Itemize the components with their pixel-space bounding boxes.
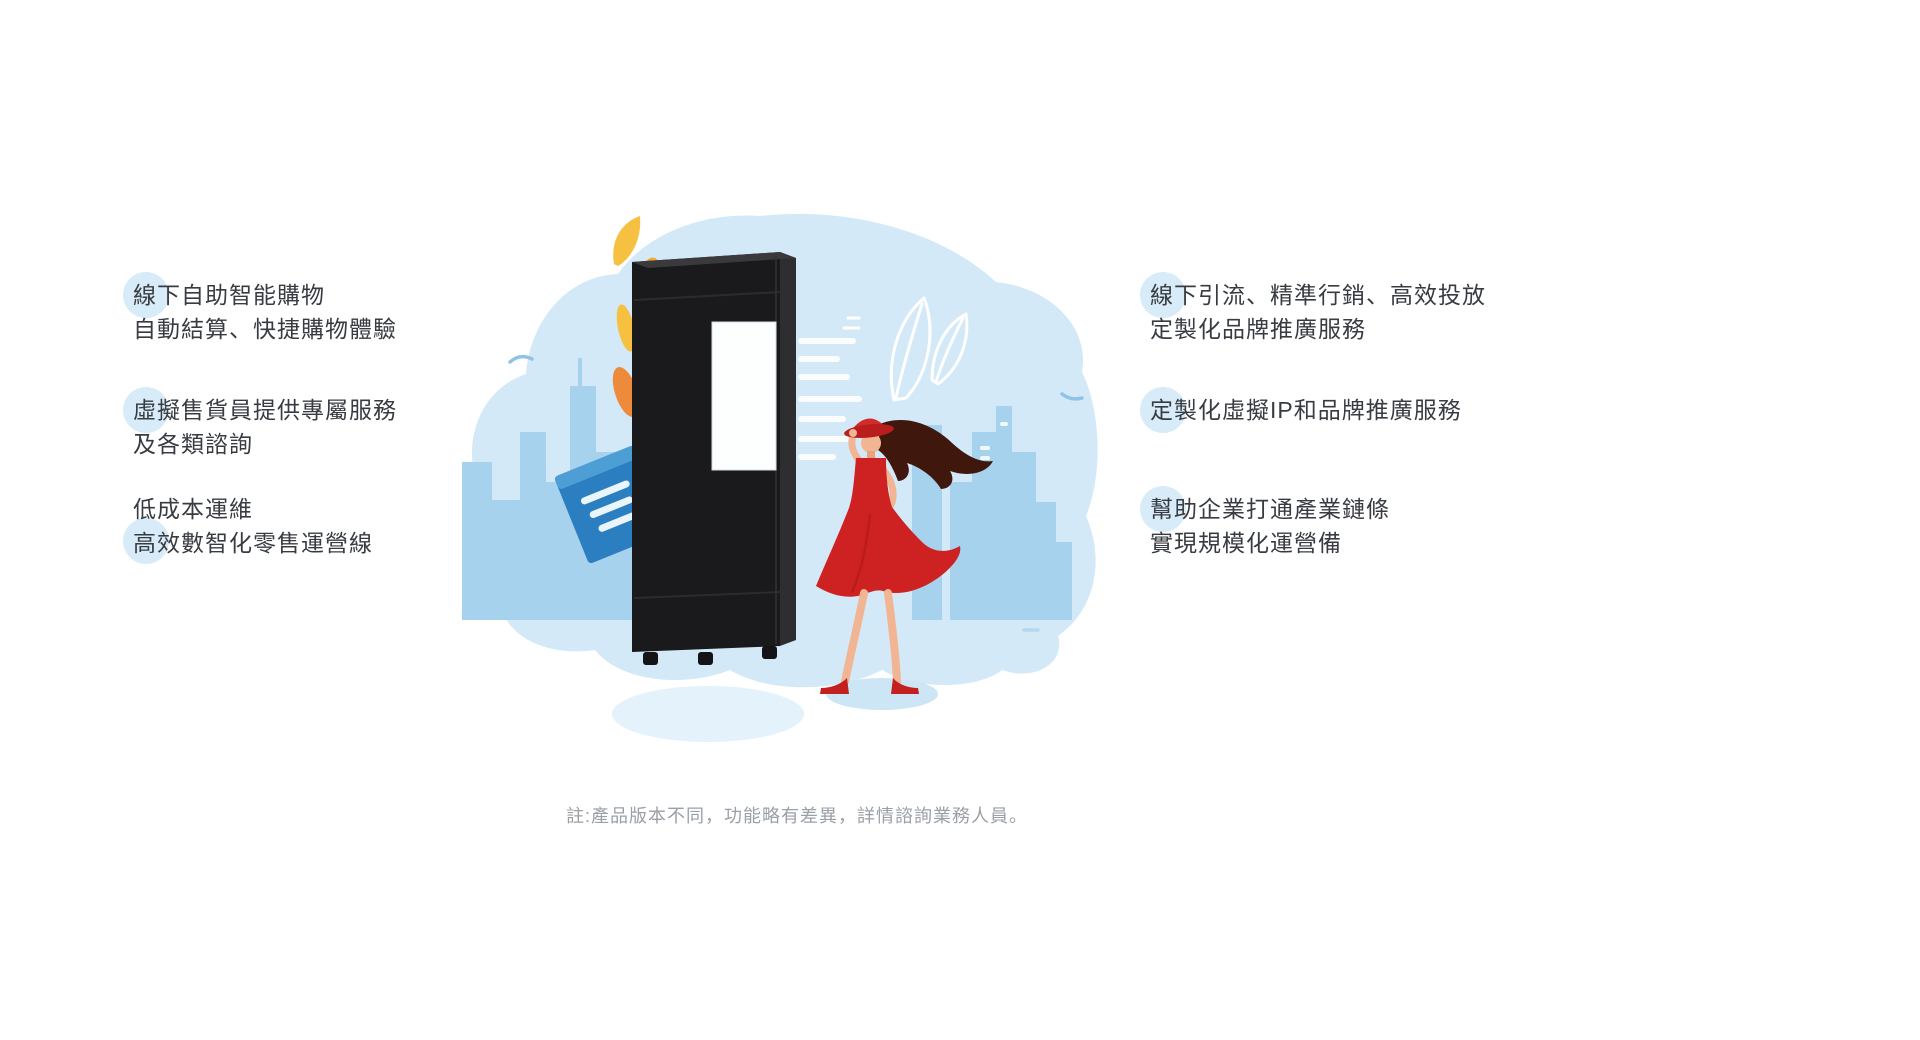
feature-text-line: 及各類諮詢 <box>133 431 253 457</box>
feature-industry-chain: 幫助企業打通產業鏈條 實現規模化運營備 <box>1140 486 1390 560</box>
left-shoe <box>820 678 849 694</box>
scene-svg <box>462 213 1098 742</box>
feature-custom-virtual-ip: 定製化虛擬IP和品牌推廣服務 <box>1140 387 1462 433</box>
feature-text-line: 高效數智化零售運營線 <box>133 530 373 556</box>
feature-text-line: 自動結算、快捷購物體驗 <box>133 316 397 342</box>
feature-low-cost-operation: 低成本運維 高效數智化零售運營線 <box>123 492 373 564</box>
building-windows <box>980 422 1008 460</box>
feature-text-line: 線下自助智能購物 <box>133 282 325 308</box>
feature-text-line: 低成本運維 <box>133 496 253 522</box>
dress <box>816 458 961 597</box>
machine-shadow <box>612 686 804 742</box>
feature-virtual-salesperson: 虛擬售貨員提供專屬服務 及各類諮詢 <box>123 387 397 461</box>
right-leg <box>884 589 901 686</box>
hair <box>878 420 993 489</box>
decorative-circle <box>1140 387 1186 433</box>
machine-screen <box>711 321 777 471</box>
feature-text-line: 定製化虛擬IP和品牌推廣服務 <box>1150 397 1462 423</box>
feature-offline-traffic-marketing: 線下引流、精準行銷、高效投放 定製化品牌推廣服務 <box>1140 272 1486 346</box>
woman-in-red-dress <box>816 418 993 694</box>
feature-text-line: 實現規模化運營備 <box>1150 530 1342 556</box>
decorative-circle <box>1140 486 1186 532</box>
left-leg <box>841 589 868 686</box>
dress-fold <box>850 513 872 593</box>
leaf-outline-decoration <box>889 296 969 402</box>
feature-text-line: 定製化品牌推廣服務 <box>1150 316 1366 342</box>
decorative-circle <box>123 272 169 318</box>
feature-text-line: 幫助企業打通產業鏈條 <box>1150 496 1390 522</box>
accent-dashes <box>508 316 1084 632</box>
footnote: 註:產品版本不同，功能略有差異，詳情諮詢業務人員。 <box>566 806 1028 826</box>
feature-text-line: 線下引流、精準行銷、高效投放 <box>1150 282 1486 308</box>
machine-casters <box>643 646 777 665</box>
decorative-circle <box>123 518 169 564</box>
ui-text-lines <box>798 338 862 460</box>
feature-offline-smart-shopping: 線下自助智能購物 自動結算、快捷購物體驗 <box>123 272 397 346</box>
neck <box>867 451 875 460</box>
vending-machine <box>632 252 796 665</box>
hand <box>849 429 857 437</box>
right-shoe <box>891 678 919 694</box>
smart-vending-machine-scene <box>450 200 1110 760</box>
feature-text-line: 虛擬售貨員提供專屬服務 <box>133 397 397 423</box>
woman-shadow <box>826 678 938 710</box>
head <box>861 433 881 453</box>
decorative-circle <box>123 387 169 433</box>
decorative-circle <box>1140 272 1186 318</box>
